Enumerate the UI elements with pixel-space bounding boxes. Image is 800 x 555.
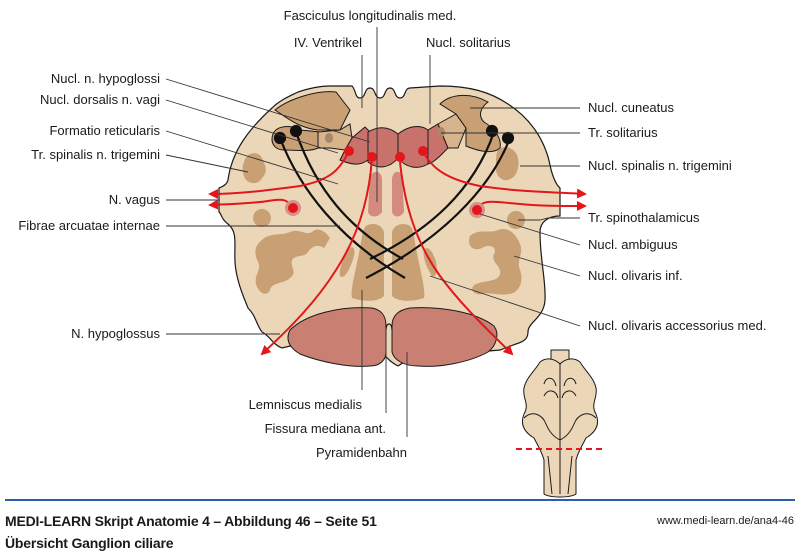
nucl-spinalis-n-trigemini-left — [242, 153, 266, 184]
nucl-cuneatus-right — [439, 95, 501, 153]
labels: Fasciculus longitudinalis med. IV. Ventr… — [18, 8, 766, 460]
leader-formatio-reticularis — [165, 130, 339, 185]
leader-nucl-n-hypoglossi — [165, 78, 371, 143]
label-fibrae-arcuatae-internae: Fibrae arcuatae internae — [18, 218, 160, 233]
nucl-olivaris-inf-right — [468, 228, 522, 295]
n-vagus-fiber-right — [422, 150, 587, 199]
tr-spinothalamicus-right — [507, 211, 525, 229]
label-n-hypoglossus: N. hypoglossus — [71, 326, 160, 341]
pyramidenbahn-left — [287, 307, 387, 367]
figure-caption-subtitle: Übersicht Ganglion ciliare — [5, 535, 174, 551]
brainstem-inset — [516, 349, 606, 498]
label-nucl-olivaris-accessorius-med: Nucl. olivaris accessorius med. — [588, 318, 766, 333]
footer-rule — [5, 499, 795, 501]
nucl-olivaris-inf-left — [255, 229, 330, 294]
label-fissura-mediana-ant: Fissura mediana ant. — [265, 421, 386, 436]
label-tr-solitarius: Tr. solitarius — [588, 125, 658, 140]
label-nucl-cuneatus: Nucl. cuneatus — [588, 100, 674, 115]
label-tr-spinothalamicus: Tr. spinothalamicus — [588, 210, 700, 225]
fiber-origin-dot — [485, 124, 499, 138]
fasciculus-longitudinalis-med-right — [392, 171, 404, 217]
nucl-dorsalis-n-vagi-dot-right — [418, 146, 428, 156]
label-iv-ventrikel: IV. Ventrikel — [294, 35, 362, 50]
nucl-dorsalis-n-vagi-right — [427, 123, 449, 165]
label-nucl-dorsalis-n-vagi: Nucl. dorsalis n. vagi — [40, 92, 160, 107]
label-nucl-ambiguus: Nucl. ambiguus — [588, 237, 678, 252]
n-vagus-fiber-right-ambiguus — [476, 200, 587, 211]
label-nucl-olivaris-inf: Nucl. olivaris inf. — [588, 268, 683, 283]
label-tr-spinalis-n-trigemini: Tr. spinalis n. trigemini — [31, 147, 160, 162]
figure-caption-title: MEDI-LEARN Skript Anatomie 4 – Abbildung… — [5, 513, 377, 529]
label-formatio-reticularis: Formatio reticularis — [49, 123, 160, 138]
tr-solitarius-right — [437, 127, 445, 137]
fiber-origin-dot — [501, 131, 515, 145]
tr-solitarius-left — [325, 133, 333, 143]
nucl-ambiguus-dot-right — [472, 205, 482, 215]
arcuate-fiber — [369, 131, 496, 260]
label-fasciculus-longitudinalis-med: Fasciculus longitudinalis med. — [284, 8, 457, 23]
leader-nucl-ambiguus — [479, 213, 581, 246]
nucl-ambiguus-dot-left — [288, 203, 298, 213]
nucl-n-hypoglossi-dot-left — [367, 152, 377, 162]
inset-internal-lines — [523, 364, 597, 495]
dorsal-area-left — [271, 126, 321, 151]
footer-url-link[interactable]: www.medi-learn.de/ana4-46 — [657, 515, 794, 527]
n-hypoglossus-fiber-right — [399, 161, 514, 356]
nucl-solitarius-right — [437, 113, 467, 149]
nucl-olivaris-accessorius-med-left — [339, 247, 355, 277]
leader-nucl-olivaris-inf — [513, 255, 581, 277]
fasciculus-longitudinalis-med-left — [368, 171, 382, 217]
fibrae-arcuatae-internae — [273, 124, 515, 279]
label-nucl-solitarius: Nucl. solitarius — [426, 35, 511, 50]
medulla-outline — [218, 85, 561, 367]
label-nucl-spinalis-n-trigemini: Nucl. spinalis n. trigemini — [588, 158, 732, 173]
tr-spinothalamicus-left — [253, 209, 271, 227]
arcuate-fiber — [365, 137, 512, 279]
efferent-fibers — [208, 146, 587, 356]
n-vagus-fiber-left — [208, 150, 350, 199]
nucl-cuneatus-left — [274, 91, 351, 131]
nucl-dorsalis-n-vagi-dot-left — [344, 146, 354, 156]
label-lemniscus-medialis: Lemniscus medialis — [249, 397, 363, 412]
fiber-origin-dot — [289, 124, 303, 138]
label-nucl-n-hypoglossi: Nucl. n. hypoglossi — [51, 71, 160, 86]
leader-lines — [165, 27, 581, 437]
nucl-n-hypoglossi-dot-right — [395, 152, 405, 162]
leader-tr-spinothalamicus — [518, 217, 580, 221]
leader-nucl-dorsalis-n-vagi — [165, 99, 339, 154]
n-vagus-fiber-left-ambiguus — [208, 198, 294, 210]
arcuate-fiber — [294, 131, 404, 260]
label-n-vagus: N. vagus — [109, 192, 161, 207]
arcuate-fiber — [278, 137, 406, 279]
n-hypoglossus-fiber-left — [260, 156, 373, 356]
leader-tr-spinalis-n-trigemini — [165, 154, 249, 173]
leader-nucl-olivaris-accessorius — [429, 275, 581, 327]
label-pyramidenbahn: Pyramidenbahn — [316, 445, 407, 460]
